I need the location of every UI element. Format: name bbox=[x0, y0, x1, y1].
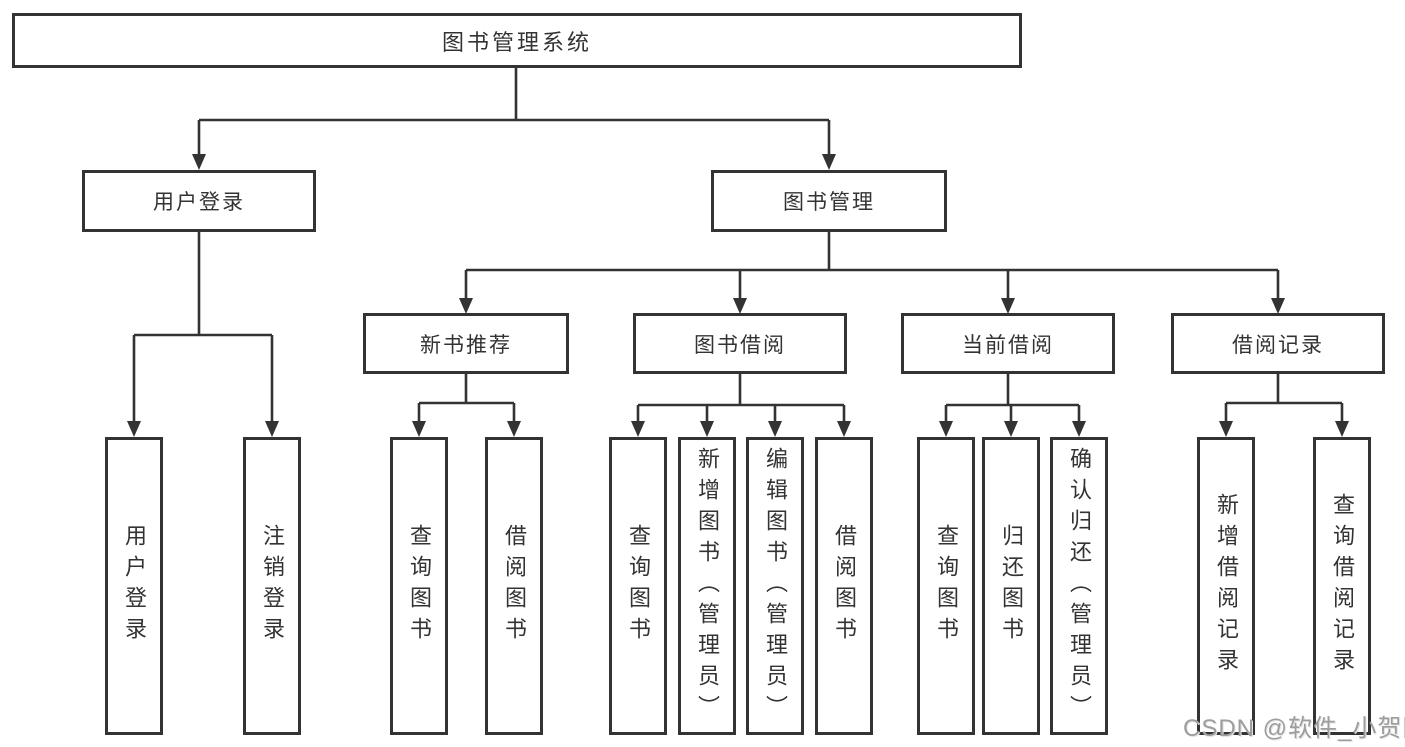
node-add-books-admin: 新增图书（管理员） bbox=[678, 437, 736, 735]
node-book-management: 图书管理 bbox=[711, 170, 947, 232]
connector-book-management-children bbox=[459, 232, 1285, 314]
node-new-book-recommend: 新书推荐 bbox=[363, 313, 569, 374]
connector-current-borrowing-children bbox=[939, 374, 1086, 437]
csdn-watermark: CSDN @软件_小贺同学 bbox=[1183, 715, 1405, 742]
node-user-login: 用户登录 bbox=[105, 437, 163, 735]
node-borrow-books-recommend: 借阅图书 bbox=[485, 437, 543, 735]
node-borrowing-records: 借阅记录 bbox=[1171, 313, 1385, 374]
connector-user-login-children bbox=[127, 232, 279, 437]
connector-new-book-recommend-children bbox=[412, 374, 521, 437]
connector-root-to-level2 bbox=[192, 68, 836, 170]
node-confirm-return-admin: 确认归还（管理员） bbox=[1050, 437, 1108, 735]
node-system-root: 图书管理系统 bbox=[12, 13, 1022, 68]
node-query-borrow-record: 查询借阅记录 bbox=[1313, 437, 1371, 735]
connector-borrowing-records-children bbox=[1219, 374, 1349, 437]
node-query-books-current: 查询图书 bbox=[917, 437, 975, 735]
node-user-login-group: 用户登录 bbox=[82, 170, 316, 232]
node-book-borrowing: 图书借阅 bbox=[633, 313, 847, 374]
node-query-books-recommend: 查询图书 bbox=[390, 437, 448, 735]
node-return-books: 归还图书 bbox=[982, 437, 1040, 735]
node-add-borrow-record: 新增借阅记录 bbox=[1197, 437, 1255, 735]
node-current-borrowing: 当前借阅 bbox=[901, 313, 1115, 374]
node-query-books-borrowing: 查询图书 bbox=[609, 437, 667, 735]
node-borrow-books-borrowing: 借阅图书 bbox=[815, 437, 873, 735]
node-logout: 注销登录 bbox=[243, 437, 301, 735]
connector-book-borrowing-children bbox=[631, 374, 851, 437]
node-edit-books-admin: 编辑图书（管理员） bbox=[746, 437, 804, 735]
